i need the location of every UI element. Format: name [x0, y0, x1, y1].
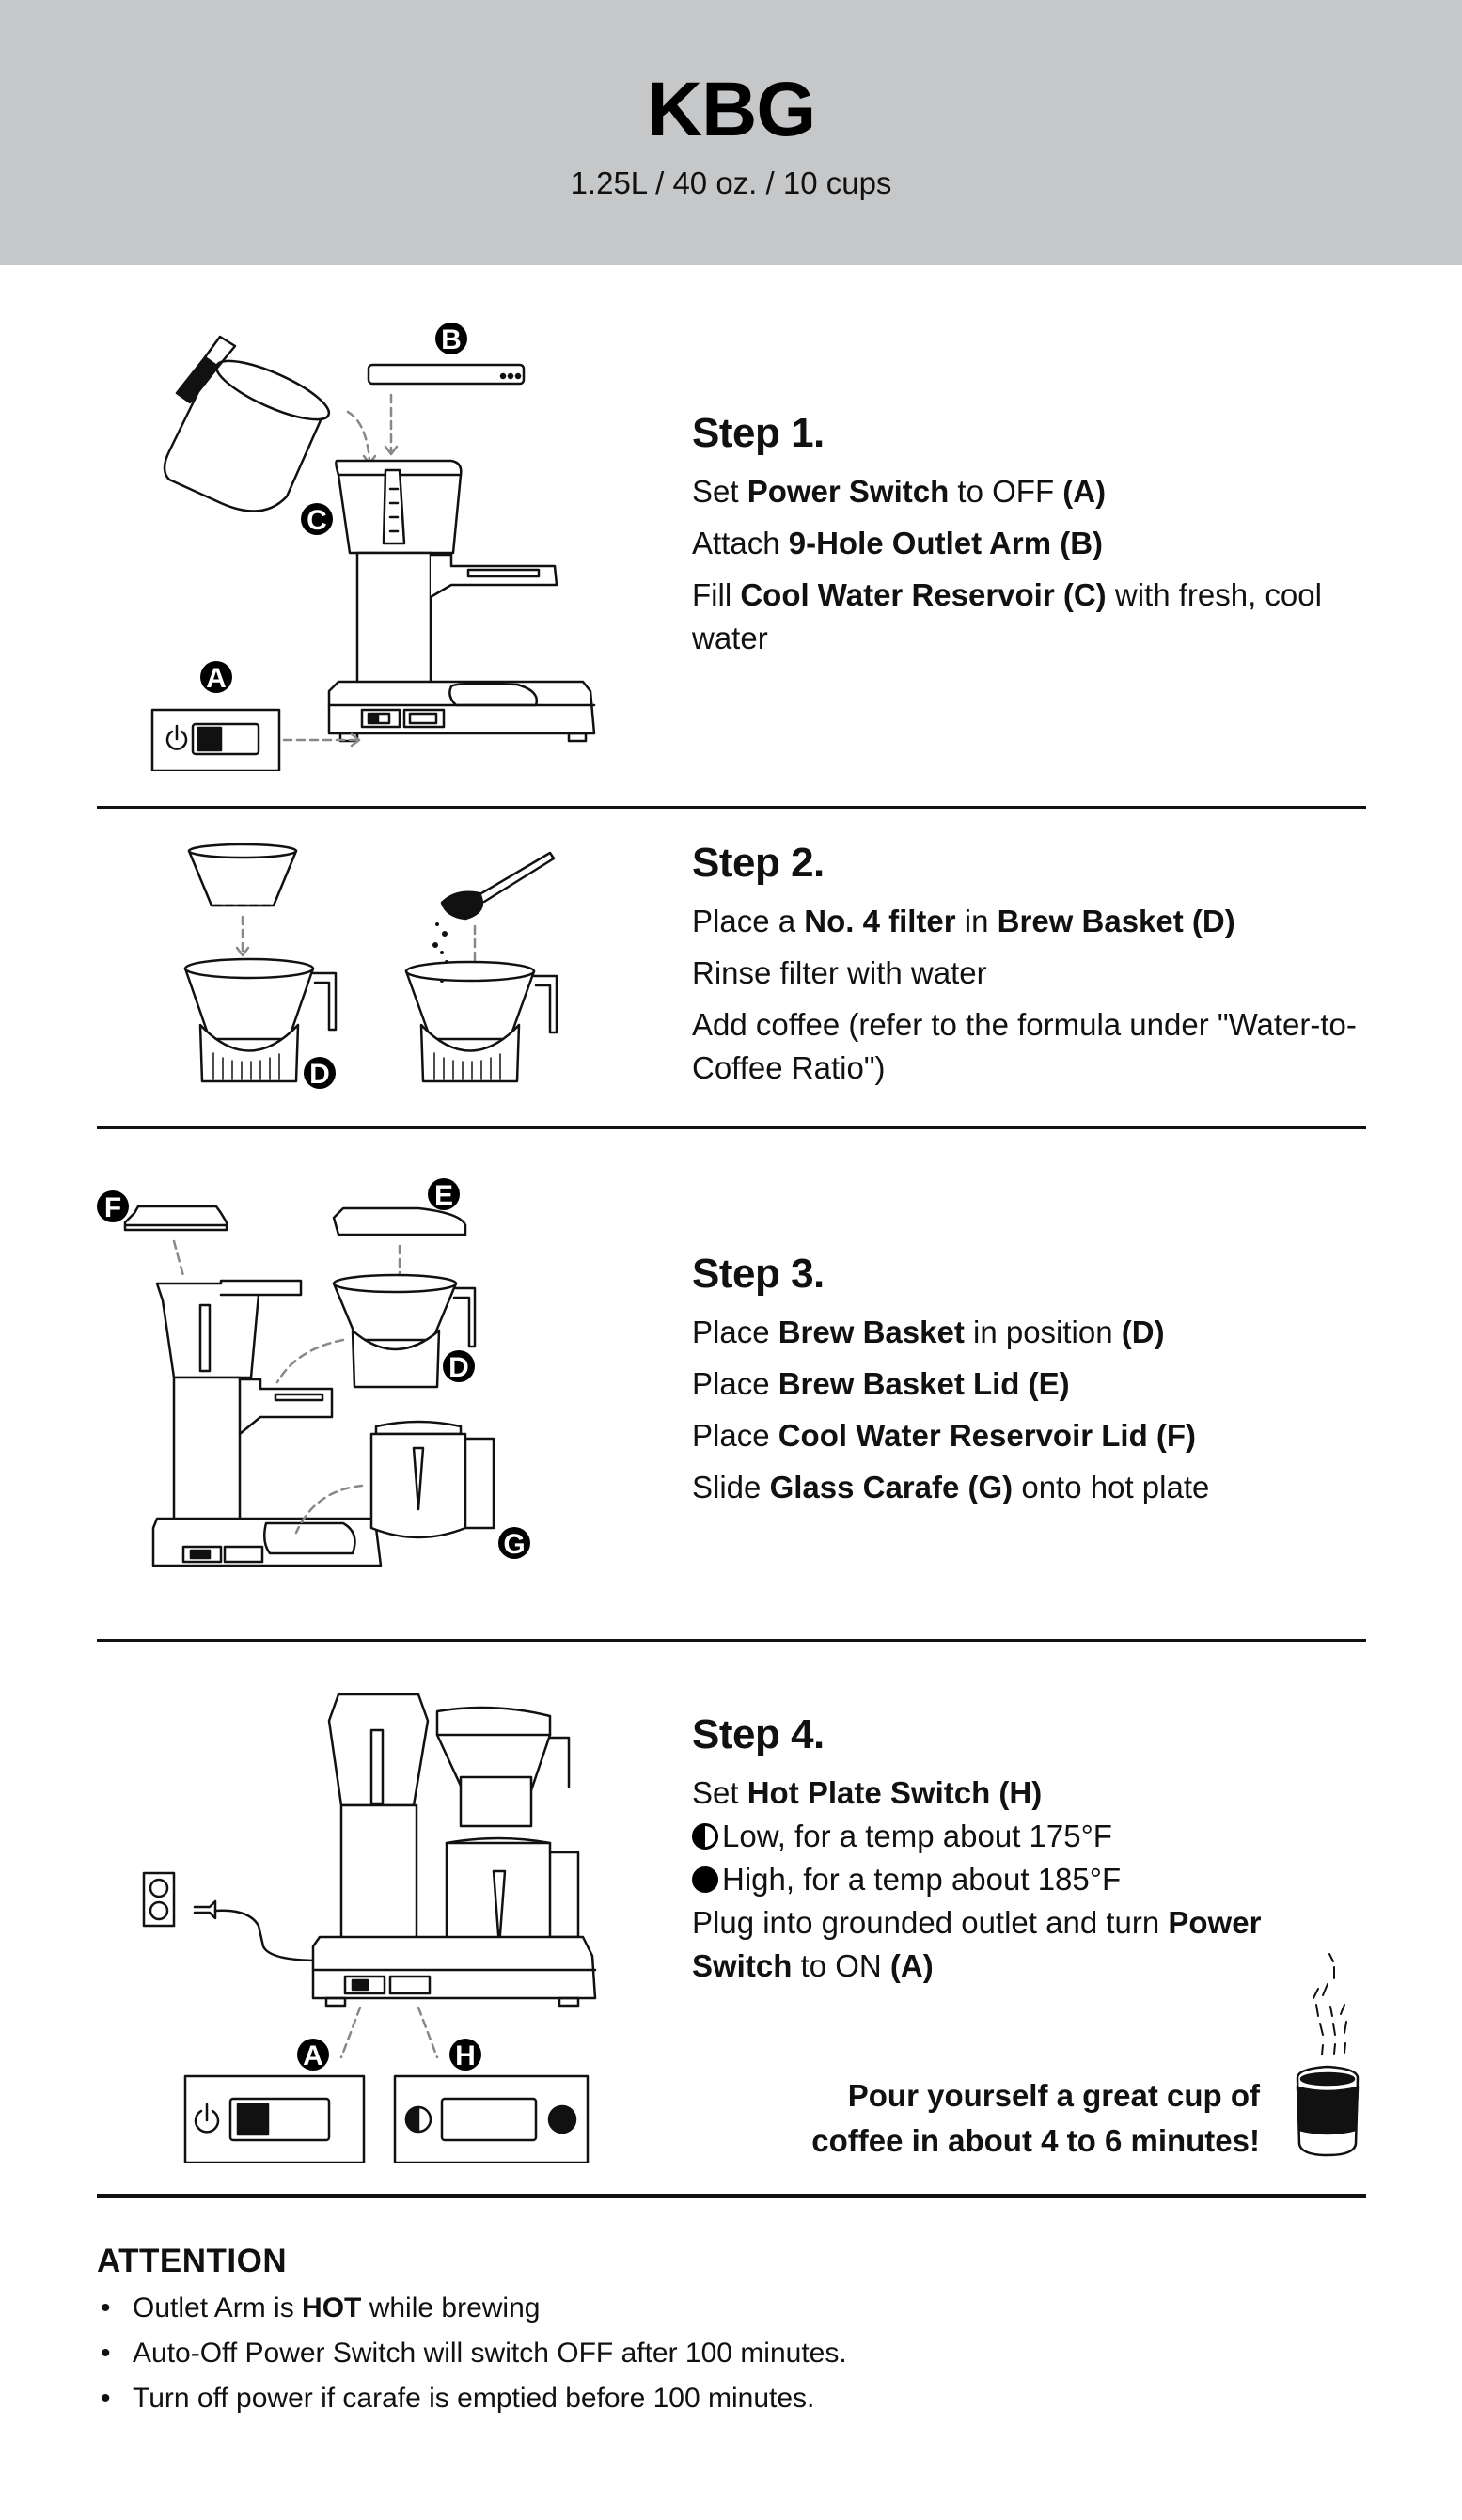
svg-text:H: H: [455, 2040, 476, 2071]
emphasis-text: 9-Hole Outlet Arm (B): [788, 526, 1104, 560]
emphasis-text: Brew Basket (D): [997, 904, 1235, 938]
emphasis-text: Cool Water Reservoir Lid (F): [778, 1418, 1197, 1453]
instruction-line: Set Hot Plate Switch (H): [692, 1775, 1043, 1810]
instruction-line: Add coffee (refer to the formula under "…: [692, 1007, 1357, 1085]
svg-text:D: D: [309, 1059, 330, 1090]
instruction-line: Rinse filter with water: [692, 955, 987, 990]
step-lines: Place Brew Basket in position (D) Place B…: [692, 1311, 1369, 1509]
emphasis-text: (A): [1062, 474, 1107, 509]
section-divider: [97, 806, 1366, 809]
water-pitcher-icon: [163, 335, 331, 512]
step-title: Step 3.: [692, 1251, 825, 1297]
half-circle-low-icon: [692, 1823, 718, 1850]
pour-message-line-1: Pour yourself a great cup of: [847, 2078, 1260, 2113]
emphasis-text: (D): [1121, 1315, 1165, 1349]
emphasis-text: Hot Plate Switch (H): [747, 1775, 1043, 1810]
coffee-cup-icon: [1281, 1946, 1370, 2158]
emphasis-text: Brew Basket: [778, 1315, 965, 1349]
label-badge-c: C: [301, 503, 333, 536]
label-badge-e: E: [428, 1178, 460, 1211]
attention-title: ATTENTION: [97, 2243, 288, 2279]
step-title: Step 1.: [692, 410, 825, 456]
instruction-line: Set Power Switch to OFF (A): [692, 474, 1107, 509]
pour-message: Pour yourself a great cup of coffee in a…: [715, 2073, 1260, 2164]
emphasis-text: Cool Water Reservoir (C): [740, 577, 1107, 612]
full-circle-high-icon: [692, 1866, 718, 1893]
instruction-line: Place Cool Water Reservoir Lid (F): [692, 1418, 1197, 1453]
instruction-line: Attach 9-Hole Outlet Arm (B): [692, 526, 1104, 560]
attention-item: Outlet Arm is HOT while brewing: [97, 2286, 1366, 2331]
svg-text:E: E: [434, 1180, 453, 1211]
instruction-line: Low, for a temp about 175°F: [692, 1815, 1369, 1858]
step-title: Step 4.: [692, 1711, 825, 1757]
model-title: KBG: [646, 67, 816, 152]
header-banner: KBG 1.25L / 40 oz. / 10 cups: [0, 0, 1462, 265]
step-lines: Set Hot Plate Switch (H) Low, for a temp …: [692, 1772, 1369, 1988]
step-1-text: Step 1. Set Power Switch to OFF (A) Attac…: [692, 410, 1369, 669]
section-divider: [97, 1639, 1366, 1642]
emphasis-text: Glass Carafe (G): [769, 1470, 1014, 1504]
instruction-line: Slide Glass Carafe (G) onto hot plate: [692, 1470, 1210, 1504]
step-2-illustration: D: [174, 842, 578, 1095]
svg-text:B: B: [441, 324, 462, 355]
wall-outlet-icon: [142, 1871, 176, 1928]
attention-item: Turn off power if carafe is emptied befo…: [97, 2376, 1366, 2421]
instruction-line: Place Brew Basket in position (D): [692, 1315, 1165, 1349]
step-2-text: Step 2. Place a No. 4 filter in Brew Bas…: [692, 840, 1369, 1098]
svg-text:C: C: [307, 505, 327, 536]
instruction-line: Plug into grounded outlet and turn Power…: [692, 1905, 1262, 1983]
step-4-illustration: A H: [136, 1683, 616, 2163]
emphasis-text: (A): [889, 1948, 934, 1983]
step-lines: Set Power Switch to OFF (A) Attach 9-Hole…: [692, 470, 1369, 660]
label-badge-g: G: [498, 1527, 530, 1560]
step-4-text: Step 4. Set Hot Plate Switch (H) Low, for…: [692, 1711, 1369, 1996]
label-badge-d: D: [304, 1057, 336, 1090]
emphasis-text: Power Switch: [747, 474, 950, 509]
svg-text:A: A: [206, 663, 227, 694]
svg-text:G: G: [503, 1529, 525, 1560]
attention-list: Outlet Arm is HOT while brewingAuto-Off …: [97, 2286, 1366, 2421]
svg-text:F: F: [104, 1192, 121, 1223]
label-badge-h: H: [449, 2039, 481, 2071]
step-1-illustration: B C A: [141, 310, 621, 771]
instruction-line: Fill Cool Water Reservoir (C) with fresh…: [692, 577, 1322, 655]
capacity-subtitle: 1.25L / 40 oz. / 10 cups: [570, 165, 892, 200]
label-badge-f: F: [97, 1190, 129, 1223]
section-divider: [97, 1126, 1366, 1129]
emphasis-text: Power Switch: [692, 1905, 1262, 1983]
step-3-text: Step 3. Place Brew Basket in position (D…: [692, 1251, 1369, 1518]
svg-text:A: A: [303, 2040, 323, 2071]
instruction-line: High, for a temp about 185°F: [692, 1858, 1369, 1901]
attention-item: Auto-Off Power Switch will switch OFF af…: [97, 2331, 1366, 2376]
step-title: Step 2.: [692, 840, 825, 886]
label-badge-d: D: [443, 1350, 475, 1383]
emphasis-text: Brew Basket Lid (E): [778, 1366, 1070, 1401]
step-3-illustration: F E D G: [89, 1171, 644, 1603]
svg-text:D: D: [448, 1352, 469, 1383]
label-badge-a: A: [297, 2039, 329, 2071]
instruction-line: Place a No. 4 filter in Brew Basket (D): [692, 904, 1235, 938]
emphasis-text: HOT: [302, 2292, 362, 2323]
attention-section: ATTENTION Outlet Arm is HOT while brewin…: [97, 2243, 1366, 2421]
emphasis-text: No. 4 filter: [804, 904, 956, 938]
pour-message-line-2: coffee in about 4 to 6 minutes!: [811, 2123, 1260, 2158]
label-badge-b: B: [435, 323, 467, 355]
label-badge-a: A: [200, 661, 232, 694]
instruction-line: Place Brew Basket Lid (E): [692, 1366, 1070, 1401]
step-lines: Place a No. 4 filter in Brew Basket (D) R…: [692, 900, 1369, 1090]
section-divider-thick: [97, 2194, 1366, 2198]
